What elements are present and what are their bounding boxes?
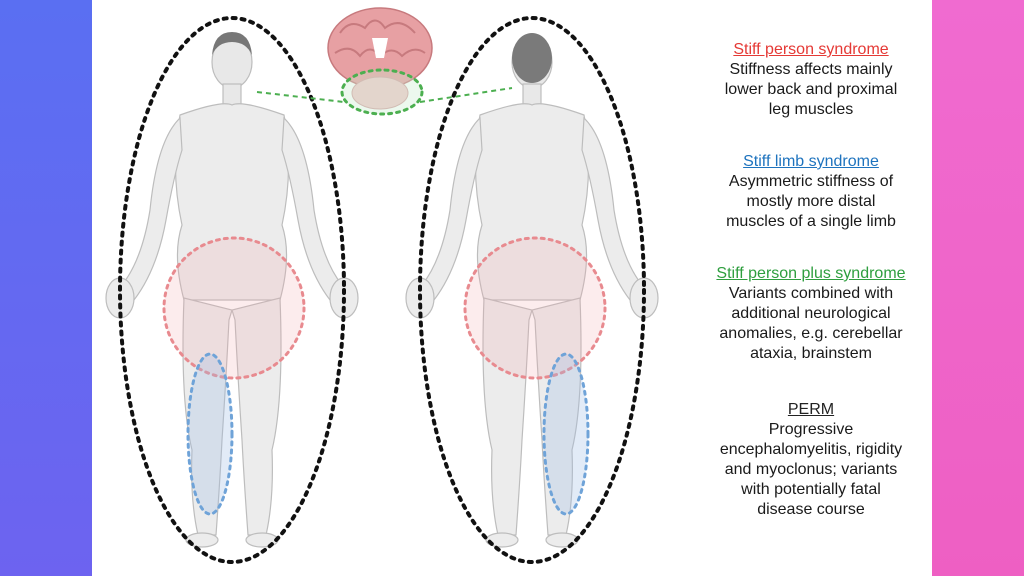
sps-region-back bbox=[463, 236, 607, 380]
sls-region-back bbox=[542, 352, 590, 516]
sps-region-front bbox=[162, 236, 306, 380]
legend-sps-title: Stiff person syndrome bbox=[733, 41, 889, 58]
legend-perm: PERM Progressive encephalomyelitis, rigi… bbox=[690, 400, 932, 520]
legend-sls-line: mostly more distal bbox=[746, 193, 876, 210]
legend-perm-line: with potentially fatal bbox=[741, 481, 881, 498]
legend-spps-line: ataxia, brainstem bbox=[750, 345, 872, 362]
brain-icon bbox=[327, 7, 433, 110]
legend-perm-line: Progressive bbox=[768, 421, 854, 438]
legend-spps-line: anomalies, e.g. cerebellar bbox=[719, 325, 903, 342]
spps-region-brainstem bbox=[340, 68, 424, 116]
human-front-figure-icon bbox=[105, 32, 359, 548]
legend-sps: Stiff person syndrome Stiffness affects … bbox=[690, 40, 932, 120]
legend-sps-line: lower back and proximal bbox=[724, 81, 898, 98]
legend-sls-line: muscles of a single limb bbox=[726, 213, 896, 230]
legend-panel: Stiff person syndrome Stiffness affects … bbox=[690, 40, 932, 520]
left-color-band bbox=[0, 0, 92, 576]
body-diagram bbox=[105, 7, 659, 564]
legend-spps-line: additional neurological bbox=[731, 305, 891, 322]
legend-sps-line: Stiffness affects mainly bbox=[729, 61, 893, 78]
perm-outline-back bbox=[418, 16, 646, 564]
sls-region-front bbox=[186, 352, 234, 516]
human-back-figure-icon bbox=[405, 33, 659, 548]
legend-perm-title: PERM bbox=[787, 401, 835, 418]
legend-sps-line: leg muscles bbox=[768, 101, 854, 118]
legend-perm-line: encephalomyelitis, rigidity bbox=[719, 441, 903, 458]
legend-sls-line: Asymmetric stiffness of bbox=[728, 173, 894, 190]
perm-outline-front bbox=[118, 16, 346, 564]
legend-spps: Stiff person plus syndrome Variants comb… bbox=[690, 264, 932, 364]
right-color-band bbox=[932, 0, 1024, 576]
legend-perm-line: and myoclonus; variants bbox=[724, 461, 898, 478]
spps-connector-front bbox=[256, 91, 345, 103]
legend-perm-line: disease course bbox=[757, 501, 865, 518]
spps-connector-back bbox=[419, 87, 513, 103]
legend-spps-line: Variants combined with bbox=[728, 285, 894, 302]
legend-sls-title: Stiff limb syndrome bbox=[743, 153, 879, 170]
legend-spps-title: Stiff person plus syndrome bbox=[716, 265, 906, 282]
legend-sls: Stiff limb syndrome Asymmetric stiffness… bbox=[690, 152, 932, 232]
